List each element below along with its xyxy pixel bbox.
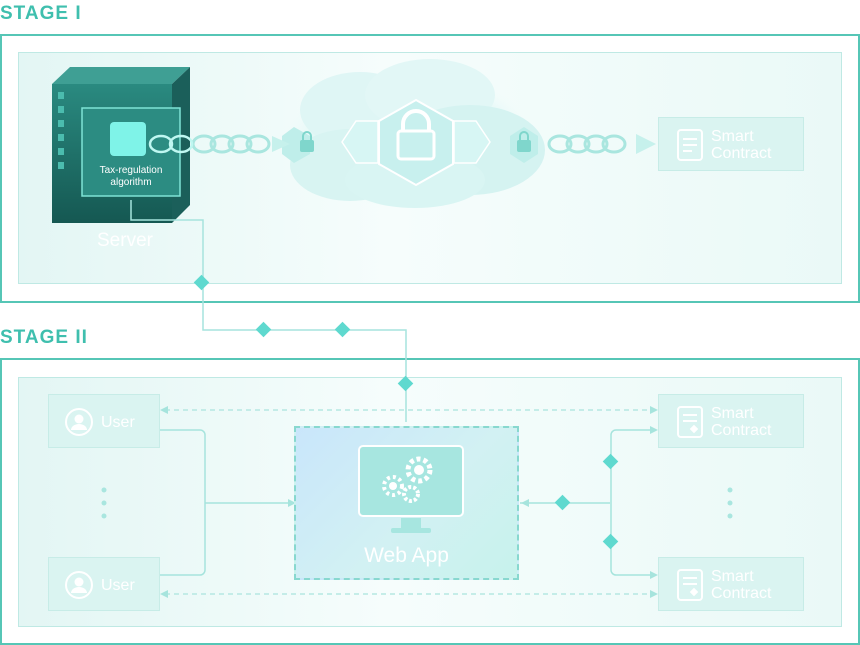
server-label: Server (97, 230, 153, 251)
document-icon (677, 129, 703, 161)
smart-contract-card: Smart Contract (658, 117, 804, 171)
stage-1-frame (0, 34, 860, 303)
chain-link-icon (191, 134, 290, 154)
document-icon (677, 569, 703, 601)
diamond-node-icon (554, 453, 619, 550)
padlock-icon (396, 109, 436, 161)
webapp-to-contracts (520, 429, 656, 576)
stage-2-frame (0, 358, 860, 645)
user-card-bottom: User (48, 557, 160, 611)
user-card-top: User (48, 394, 160, 448)
user-icon (65, 571, 93, 599)
user-icon (65, 408, 93, 436)
padlock-icon (282, 127, 314, 163)
diamond-node-icon (193, 274, 414, 392)
web-app-box: Web App (294, 426, 519, 580)
server-cube-icon (52, 67, 194, 223)
dashed-connectors (165, 409, 652, 595)
smart-contract-label-line2: Contract (711, 422, 772, 439)
stage-1-title: STAGE I (0, 3, 82, 24)
padlock-icon (510, 127, 538, 163)
ellipsis-dots (101, 487, 733, 519)
document-icon (677, 406, 703, 438)
users-to-webapp (160, 429, 292, 576)
smart-contract-label-line1: Smart (711, 568, 754, 585)
chain-link-icon (547, 134, 656, 154)
smart-contract-card-bottom: Smart Contract (658, 557, 804, 611)
smart-contract-label-line2: Contract (711, 145, 772, 162)
monitor-gears-icon (358, 445, 464, 533)
stage-connector (130, 200, 407, 422)
blockchain-hexagon (341, 98, 491, 187)
web-app-label: Web App (364, 544, 449, 567)
algorithm-label: Tax-regulation algorithm (82, 165, 180, 189)
user-label: User (101, 577, 135, 594)
stage-2-title: STAGE II (0, 327, 88, 348)
algorithm-label-line1: Tax-regulation (99, 165, 163, 176)
smart-contract-label-line2: Contract (711, 585, 772, 602)
smart-contract-card-top: Smart Contract (658, 394, 804, 448)
smart-contract-label-line1: Smart (711, 128, 754, 145)
user-label: User (101, 414, 135, 431)
algorithm-label-line2: algorithm (110, 177, 152, 188)
smart-contract-label-line1: Smart (711, 405, 754, 422)
